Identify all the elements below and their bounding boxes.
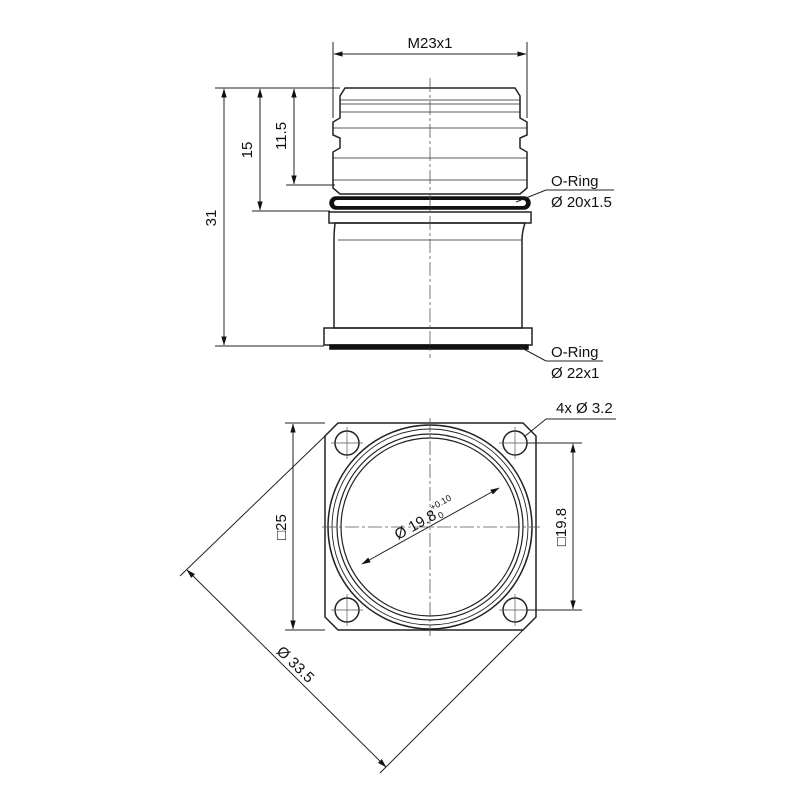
top-dimensions [179, 418, 616, 774]
thread-head [332, 87, 528, 195]
mounting-holes [334, 430, 528, 623]
oring-bottom-title: O-Ring [551, 344, 599, 361]
thread-label: M23x1 [407, 35, 452, 52]
dim-total-height: 31 [203, 210, 220, 227]
side-view [323, 78, 533, 358]
bore-tol-lower: 0 [436, 510, 445, 521]
lower-o-ring [329, 344, 529, 350]
dim-hole-square: □19.8 [553, 508, 570, 546]
side-dimensions [215, 42, 614, 362]
bore-tol-upper: +0.10 [428, 493, 453, 513]
dim-thread-height: 11.5 [273, 122, 290, 150]
dim-diagonal: Ø 33.5 [273, 643, 317, 687]
oring-bottom-spec: Ø 22x1 [551, 365, 599, 382]
bore-dimension-label: Ø 19.8 +0.10 0 [392, 493, 453, 544]
dim-head-height: 15 [239, 142, 256, 159]
base-flange [323, 327, 533, 346]
dim-flange-square: □25 [273, 514, 290, 540]
body [333, 222, 527, 329]
oring-top-spec: Ø 20x1.5 [551, 194, 612, 211]
oring-top-title: O-Ring [551, 173, 599, 190]
top-view [322, 418, 540, 636]
holes-label: 4x Ø 3.2 [556, 400, 613, 417]
